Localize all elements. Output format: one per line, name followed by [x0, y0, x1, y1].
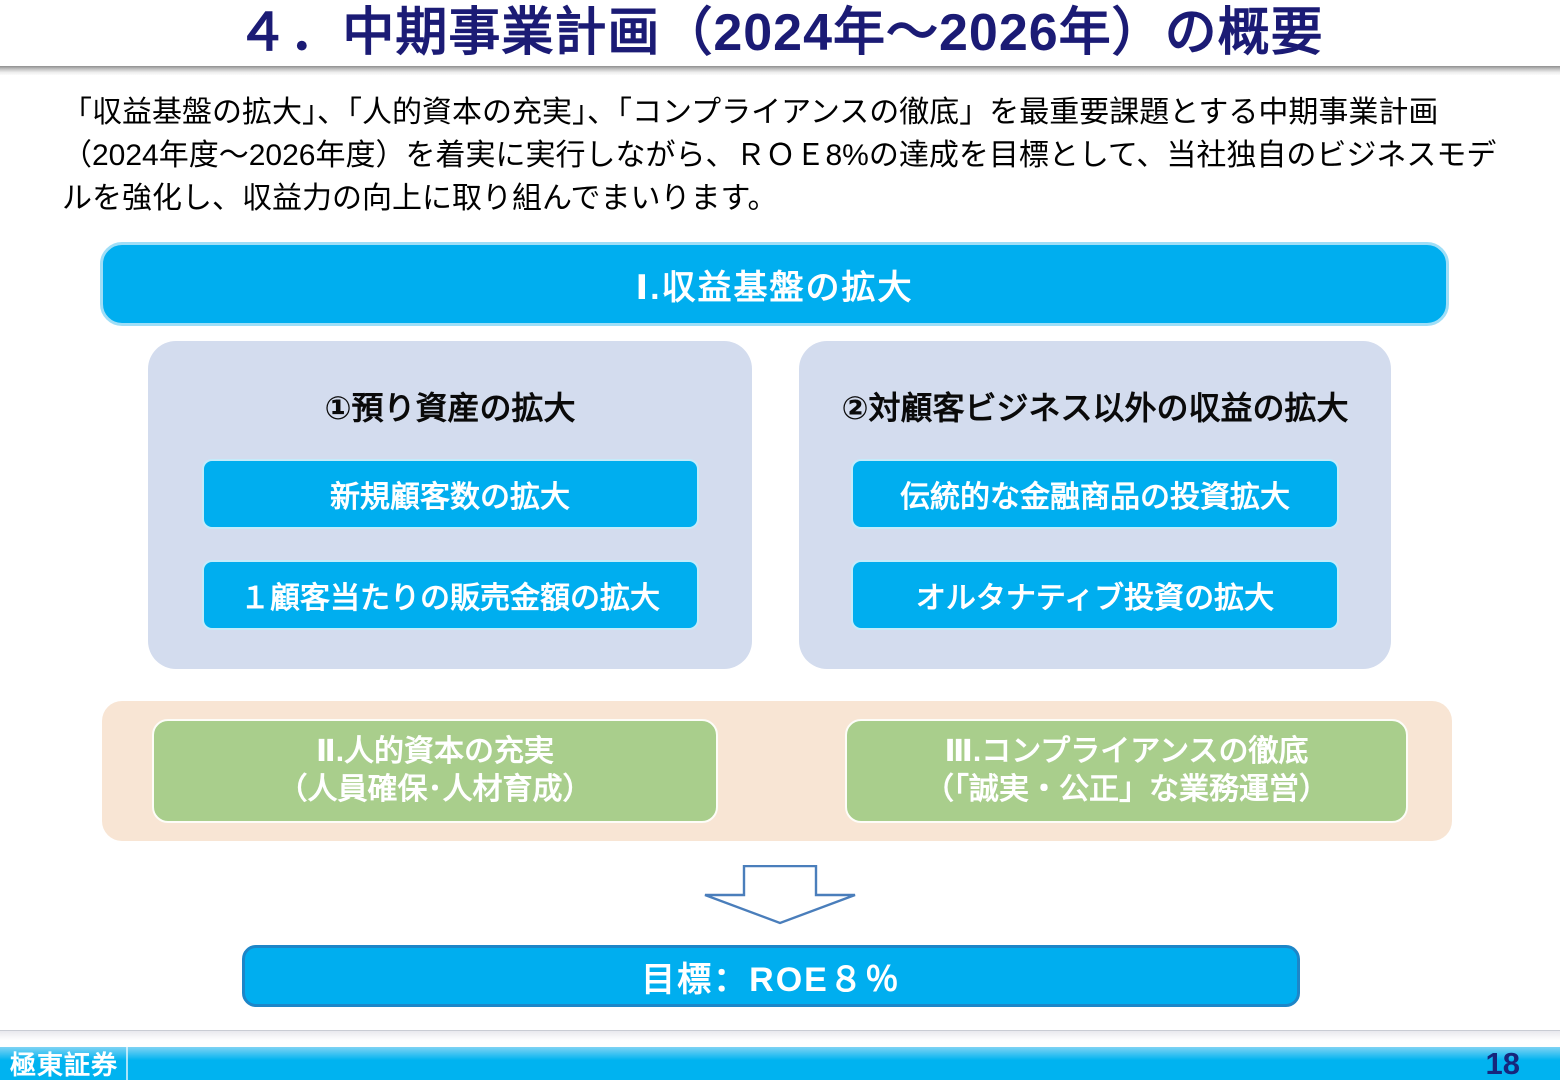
compliance-box: Ⅲ.コンプライアンスの徹底 （「誠実・公正」な業務運営）	[845, 719, 1408, 823]
title-divider	[0, 66, 1560, 75]
box-title-line: Ⅲ.コンプライアンスの徹底	[944, 735, 1309, 768]
panel-heading: ①預り資産の拡大	[324, 390, 576, 426]
panel-non-customer-revenue: ②対顧客ビジネス以外の収益の拡大 伝統的な金融商品の投資拡大 オルタナティブ投資…	[799, 341, 1391, 669]
section1-banner: Ⅰ.収益基盤の拡大	[100, 242, 1449, 326]
page-number: 18	[1485, 1045, 1520, 1081]
down-arrow-icon	[0, 865, 1560, 925]
section1-columns: ①預り資産の拡大 新規顧客数の拡大 １顧客当たりの販売金額の拡大 ②対顧客ビジネ…	[148, 341, 1391, 669]
company-logo: 極東証券	[10, 1050, 119, 1080]
footer-gradient-strip	[0, 1030, 1560, 1047]
footer: 極東証券 18	[0, 1030, 1560, 1081]
measure-chip: 伝統的な金融商品の投資拡大	[851, 459, 1339, 529]
box-title-line: Ⅱ.人的資本の充実	[315, 735, 555, 768]
measure-chip: 新規顧客数の拡大	[201, 459, 699, 529]
box-subtitle-line: （人員確保･人材育成）	[277, 773, 593, 806]
measure-chip: １顧客当たりの販売金額の拡大	[201, 560, 699, 630]
box-subtitle-line: （「誠実・公正」な業務運営）	[924, 773, 1329, 806]
panel-deposit-assets: ①預り資産の拡大 新規顧客数の拡大 １顧客当たりの販売金額の拡大	[148, 341, 752, 669]
intro-paragraph: 「収益基盤の拡大」、「人的資本の充実」、「コンプライアンスの徹底」を最重要課題と…	[62, 96, 1497, 215]
human-capital-box: Ⅱ.人的資本の充実 （人員確保･人材育成）	[152, 719, 718, 823]
page-title: ４．中期事業計画（2024年～2026年）の概要	[236, 4, 1324, 62]
measure-chip: オルタナティブ投資の拡大	[851, 560, 1339, 630]
footer-separator	[126, 1047, 129, 1080]
panel-heading: ②対顧客ビジネス以外の収益の拡大	[841, 390, 1349, 426]
footer-bar: 極東証券 18	[0, 1045, 1560, 1081]
goal-banner: 目標：ROE８％	[242, 945, 1300, 1007]
section2-band: Ⅱ.人的資本の充実 （人員確保･人材育成） Ⅲ.コンプライアンスの徹底 （「誠実…	[102, 701, 1452, 841]
